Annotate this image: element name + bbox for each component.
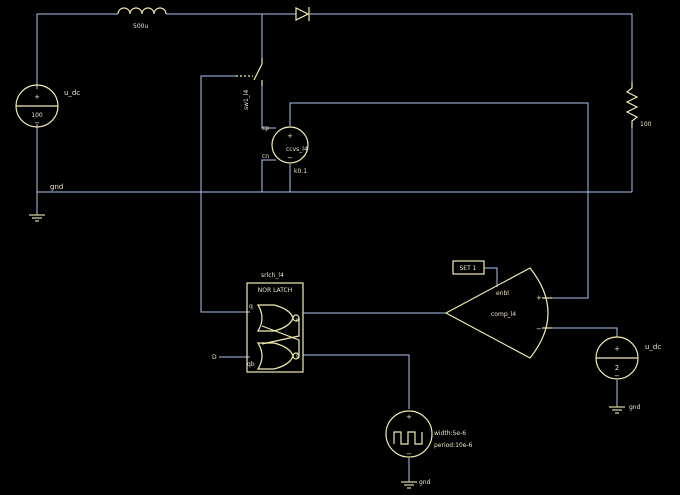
latch-qb-label: qb [247,361,255,368]
ccvs-plus: + [287,132,293,140]
dc-source-right-plus: + [614,345,620,353]
dc-source-right[interactable]: + 2 − [595,336,639,380]
pulse-source-minus: − [406,450,412,458]
dc-source-right-label: u_dc [645,343,661,351]
pulse-source-plus: + [406,413,412,421]
ground-right-icon [609,406,625,414]
inductor-label: 500u [133,23,148,30]
ccvs-name-label: ccvs_l4 [286,146,308,153]
ccvs-gain-label: k0.1 [294,168,307,175]
ground-left-icon [29,214,45,222]
resistor[interactable] [625,82,639,128]
dc-source-left-plus: + [34,93,40,101]
diode-icon[interactable] [295,7,310,21]
pulse-source[interactable]: + − [385,410,433,458]
switch[interactable] [236,58,263,86]
dc-source-left-minus: − [34,119,40,127]
gnd-net-label: gnd [50,183,63,191]
switch-label: sw1_l4 [243,89,250,110]
latch-q-label: q [249,303,253,310]
pulse-period-label: period:10e-6 [434,442,473,449]
dc-source-right-minus: − [614,372,620,380]
comparator-name-label: comp_l4 [491,311,516,318]
gnd-bottom-label: gnd [419,479,431,486]
comparator-plus-label: + [536,294,542,302]
latch-s-label: s [296,353,299,360]
wires [36,13,633,482]
dc-source-left-value: 100 [31,112,43,119]
comparator-enbl-label: enbl [496,290,509,297]
inductor[interactable] [117,7,167,15]
resistor-label: 100 [640,121,652,128]
ccvs-cn-label: cn [262,153,269,160]
latch-r-label: r [296,317,299,324]
set-block-label: SET 1 [460,265,477,272]
set-block[interactable]: SET 1 [452,260,485,275]
input-d-label: D [212,354,217,361]
dc-source-left-label: u_dc [64,89,80,97]
ccvs-minus: − [287,154,293,162]
dc-source-left[interactable]: + 100 − [15,84,59,128]
comparator[interactable] [444,267,552,359]
nor-latch[interactable]: NOR LATCH [246,282,304,373]
pulse-width-label: width:5e-6 [434,430,466,437]
comparator-minus-label: − [536,325,542,333]
latch-title: NOR LATCH [258,287,292,294]
ccvs-source[interactable]: + − [271,126,309,164]
latch-name-label: srlch_l4 [261,272,284,279]
ccvs-cp-label: cp [262,125,269,132]
dc-source-right-value: 2 [615,364,619,372]
ground-bottom-icon [401,481,417,489]
gnd-right-label: gnd [629,404,641,411]
